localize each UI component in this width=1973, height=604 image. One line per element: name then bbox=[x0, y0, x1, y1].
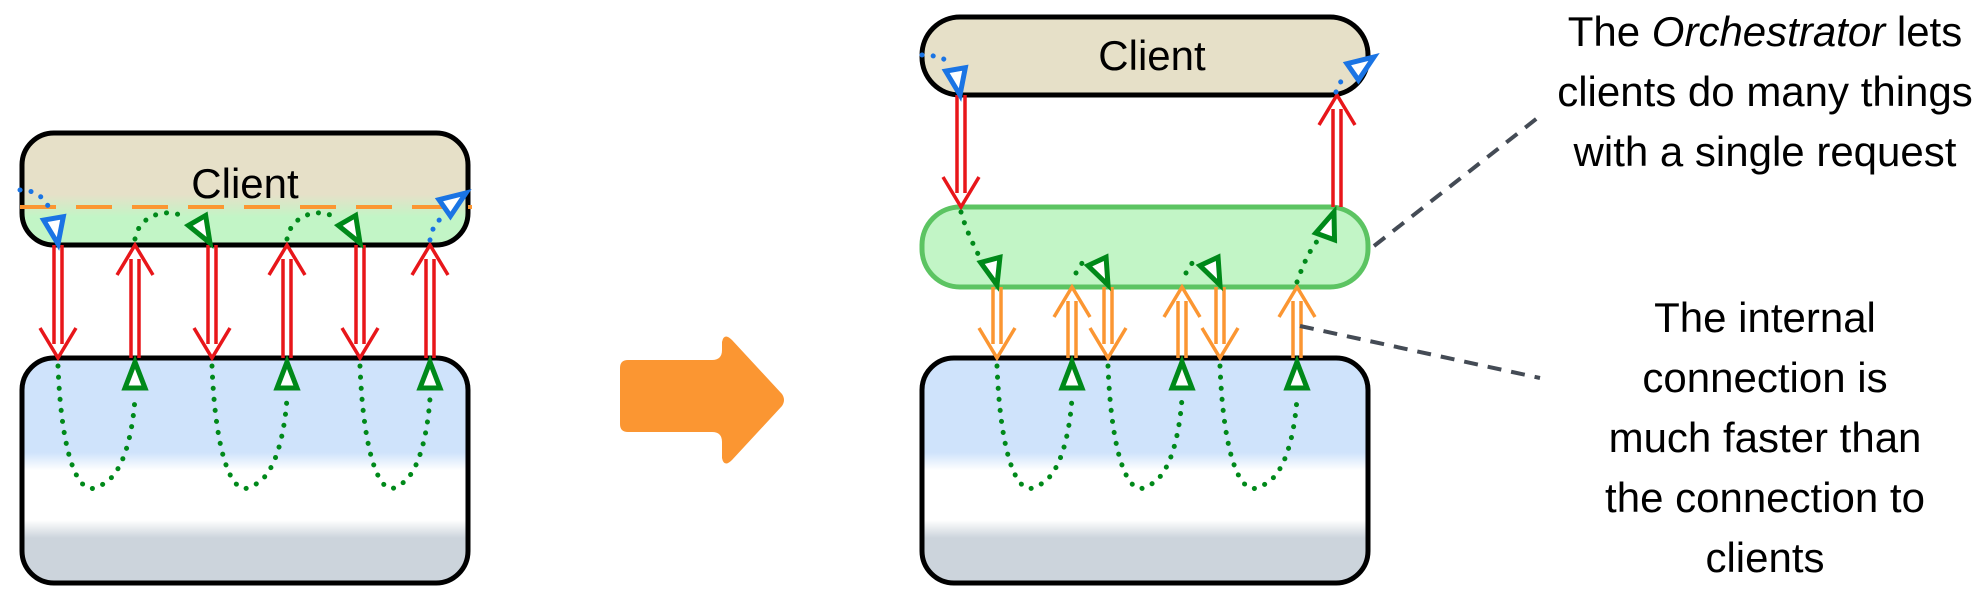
server-box-before bbox=[19, 355, 471, 586]
flow-arrowhead-end bbox=[434, 189, 472, 221]
flow-arrowhead bbox=[1083, 253, 1111, 292]
internal-response-arrow-head bbox=[1277, 283, 1317, 318]
server-box-after bbox=[919, 355, 1371, 586]
flow-arrowhead bbox=[1195, 253, 1223, 292]
flow-arrowhead bbox=[416, 355, 444, 391]
annotation-internal-line: The internal bbox=[1654, 294, 1876, 341]
annotation-internal-line: connection is bbox=[1642, 354, 1888, 401]
orchestrator-path bbox=[1294, 237, 1321, 285]
request-arrow-head bbox=[340, 327, 380, 362]
annotation-internal-connection: The internal connection is much faster t… bbox=[1555, 288, 1973, 588]
leader-line-internal bbox=[1299, 324, 1541, 380]
single-response-arrow-head bbox=[1317, 91, 1357, 126]
annotation-orchestrator-rest: lets clients do many things with a singl… bbox=[1557, 8, 1973, 175]
internal-request-arrow-head bbox=[1200, 327, 1240, 362]
internal-request-arrow-head bbox=[977, 327, 1017, 362]
annotation-orchestrator: The Orchestrator lets clients do many th… bbox=[1555, 2, 1973, 182]
flow-arrowhead bbox=[273, 355, 301, 391]
internal-response-arrow-head bbox=[1052, 283, 1092, 318]
internal-request-arrow-head bbox=[1088, 327, 1128, 362]
annotation-orchestrator-prefix: The bbox=[1567, 8, 1652, 55]
client-label-before: Client bbox=[191, 160, 299, 207]
single-request-arrow-head bbox=[941, 176, 981, 211]
client-think-path bbox=[132, 210, 183, 242]
annotation-internal-line: clients bbox=[1705, 534, 1825, 581]
orchestrator-box[interactable] bbox=[919, 204, 1371, 290]
response-arrow-head bbox=[410, 241, 450, 276]
flow-arrowhead bbox=[1058, 355, 1086, 391]
orchestrator-path bbox=[958, 209, 983, 261]
flow-arrowhead bbox=[1168, 355, 1196, 391]
annotation-internal-line: much faster than bbox=[1608, 414, 1922, 461]
annotation-orchestrator-term: Orchestrator bbox=[1651, 8, 1886, 55]
flow-arrowhead bbox=[976, 253, 1003, 292]
after-scenario: Client bbox=[919, 14, 1380, 586]
client-flow-end bbox=[1333, 75, 1347, 95]
request-arrow-head bbox=[38, 327, 78, 362]
flow-arrowhead bbox=[183, 211, 214, 250]
flow-arrowhead bbox=[1283, 355, 1311, 391]
flow-arrowhead bbox=[333, 211, 364, 250]
flow-arrowhead-start bbox=[941, 64, 969, 102]
flow-arrowhead bbox=[1311, 205, 1338, 244]
annotation-internal-line: the connection to bbox=[1605, 474, 1925, 521]
right-arrow-icon bbox=[620, 336, 784, 464]
response-arrow-head bbox=[267, 241, 307, 276]
flow-arrowhead-start bbox=[39, 213, 67, 251]
response-arrow-head bbox=[115, 241, 155, 276]
server-processing-path bbox=[357, 363, 433, 491]
leader-line-orchestrator bbox=[1372, 114, 1542, 248]
client-flow-start bbox=[17, 187, 53, 213]
before-scenario: Client bbox=[17, 130, 472, 586]
request-arrow-head bbox=[192, 327, 232, 362]
flow-arrowhead-end bbox=[1342, 53, 1380, 85]
flow-arrowhead bbox=[121, 355, 149, 391]
client-label-after: Client bbox=[1098, 32, 1206, 79]
internal-response-arrow-head bbox=[1162, 283, 1202, 318]
